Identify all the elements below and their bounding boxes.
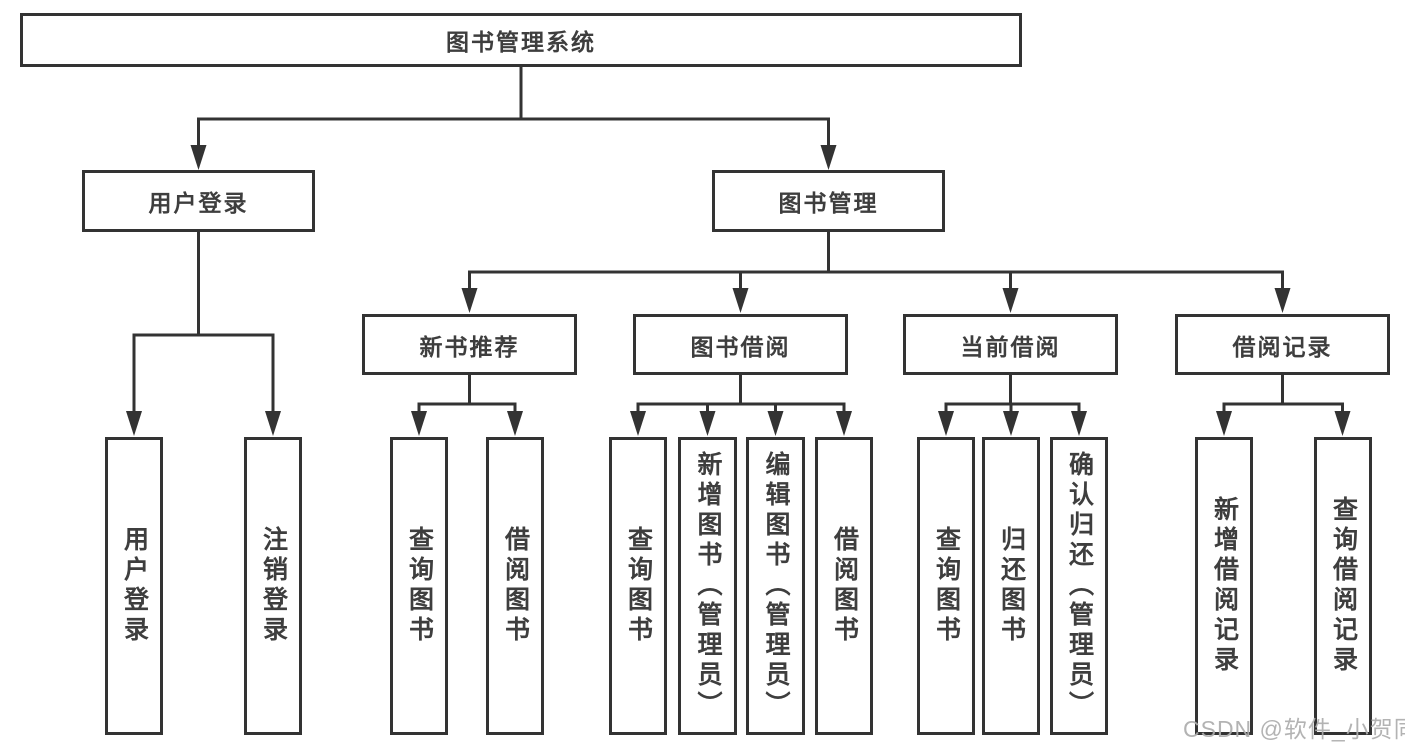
leaf-edit-books-admin: 编辑图书（管理员）	[746, 437, 805, 735]
leaf-borrow-books: 借阅图书	[815, 437, 873, 735]
arrowhead	[1274, 288, 1291, 313]
arrowhead	[767, 411, 784, 436]
arrowhead	[1071, 411, 1087, 436]
leaf-query-books-current: 查询图书	[917, 437, 975, 735]
leaf-return-books: 归还图书	[982, 437, 1040, 735]
node-book-borrow: 图书借阅	[633, 314, 848, 375]
arrowhead	[126, 411, 142, 436]
arrowhead	[1003, 411, 1019, 436]
leaf-query-borrow-record: 查询借阅记录	[1314, 437, 1372, 735]
connector-recommend-group	[417, 375, 517, 414]
leaf-query-books-borrow: 查询图书	[609, 437, 667, 735]
node-book-management: 图书管理	[712, 170, 945, 232]
arrowhead	[461, 288, 478, 313]
leaf-add-books-admin: 新增图书（管理员）	[678, 437, 737, 735]
leaf-borrow-books-recommend: 借阅图书	[486, 437, 544, 735]
node-root-system: 图书管理系统	[20, 13, 1022, 67]
arrowhead	[630, 411, 646, 436]
connector-current-group	[944, 375, 1081, 414]
arrowhead	[1002, 288, 1019, 313]
connector-records-group	[1222, 375, 1344, 414]
arrowhead	[411, 411, 427, 436]
connector-book-mgmt-group	[468, 232, 1284, 291]
arrowhead	[699, 411, 716, 436]
arrowhead	[507, 411, 523, 436]
arrowhead	[1334, 411, 1351, 436]
leaf-confirm-return-admin: 确认归还（管理员）	[1050, 437, 1108, 735]
arrowhead	[732, 288, 749, 313]
arrowhead	[1216, 411, 1232, 436]
arrowhead	[938, 411, 954, 436]
leaf-add-borrow-record: 新增借阅记录	[1195, 437, 1253, 735]
node-user-login: 用户登录	[82, 170, 315, 232]
leaf-query-books-recommend: 查询图书	[390, 437, 448, 735]
arrowhead	[820, 145, 837, 170]
node-current-borrow: 当前借阅	[903, 314, 1118, 375]
node-borrow-records: 借阅记录	[1175, 314, 1390, 375]
connector-root-to-level2	[197, 67, 830, 148]
node-new-book-recommend: 新书推荐	[362, 314, 577, 375]
connector-user-login-group	[132, 232, 275, 414]
arrowhead	[190, 145, 207, 170]
arrowhead	[836, 411, 852, 436]
arrowhead	[265, 411, 281, 436]
connector-borrow-group	[636, 375, 846, 414]
leaf-user-login: 用户登录	[105, 437, 163, 735]
leaf-logout: 注销登录	[244, 437, 302, 735]
csdn-watermark: CSDN @软件_小贺同学	[1183, 716, 1405, 742]
